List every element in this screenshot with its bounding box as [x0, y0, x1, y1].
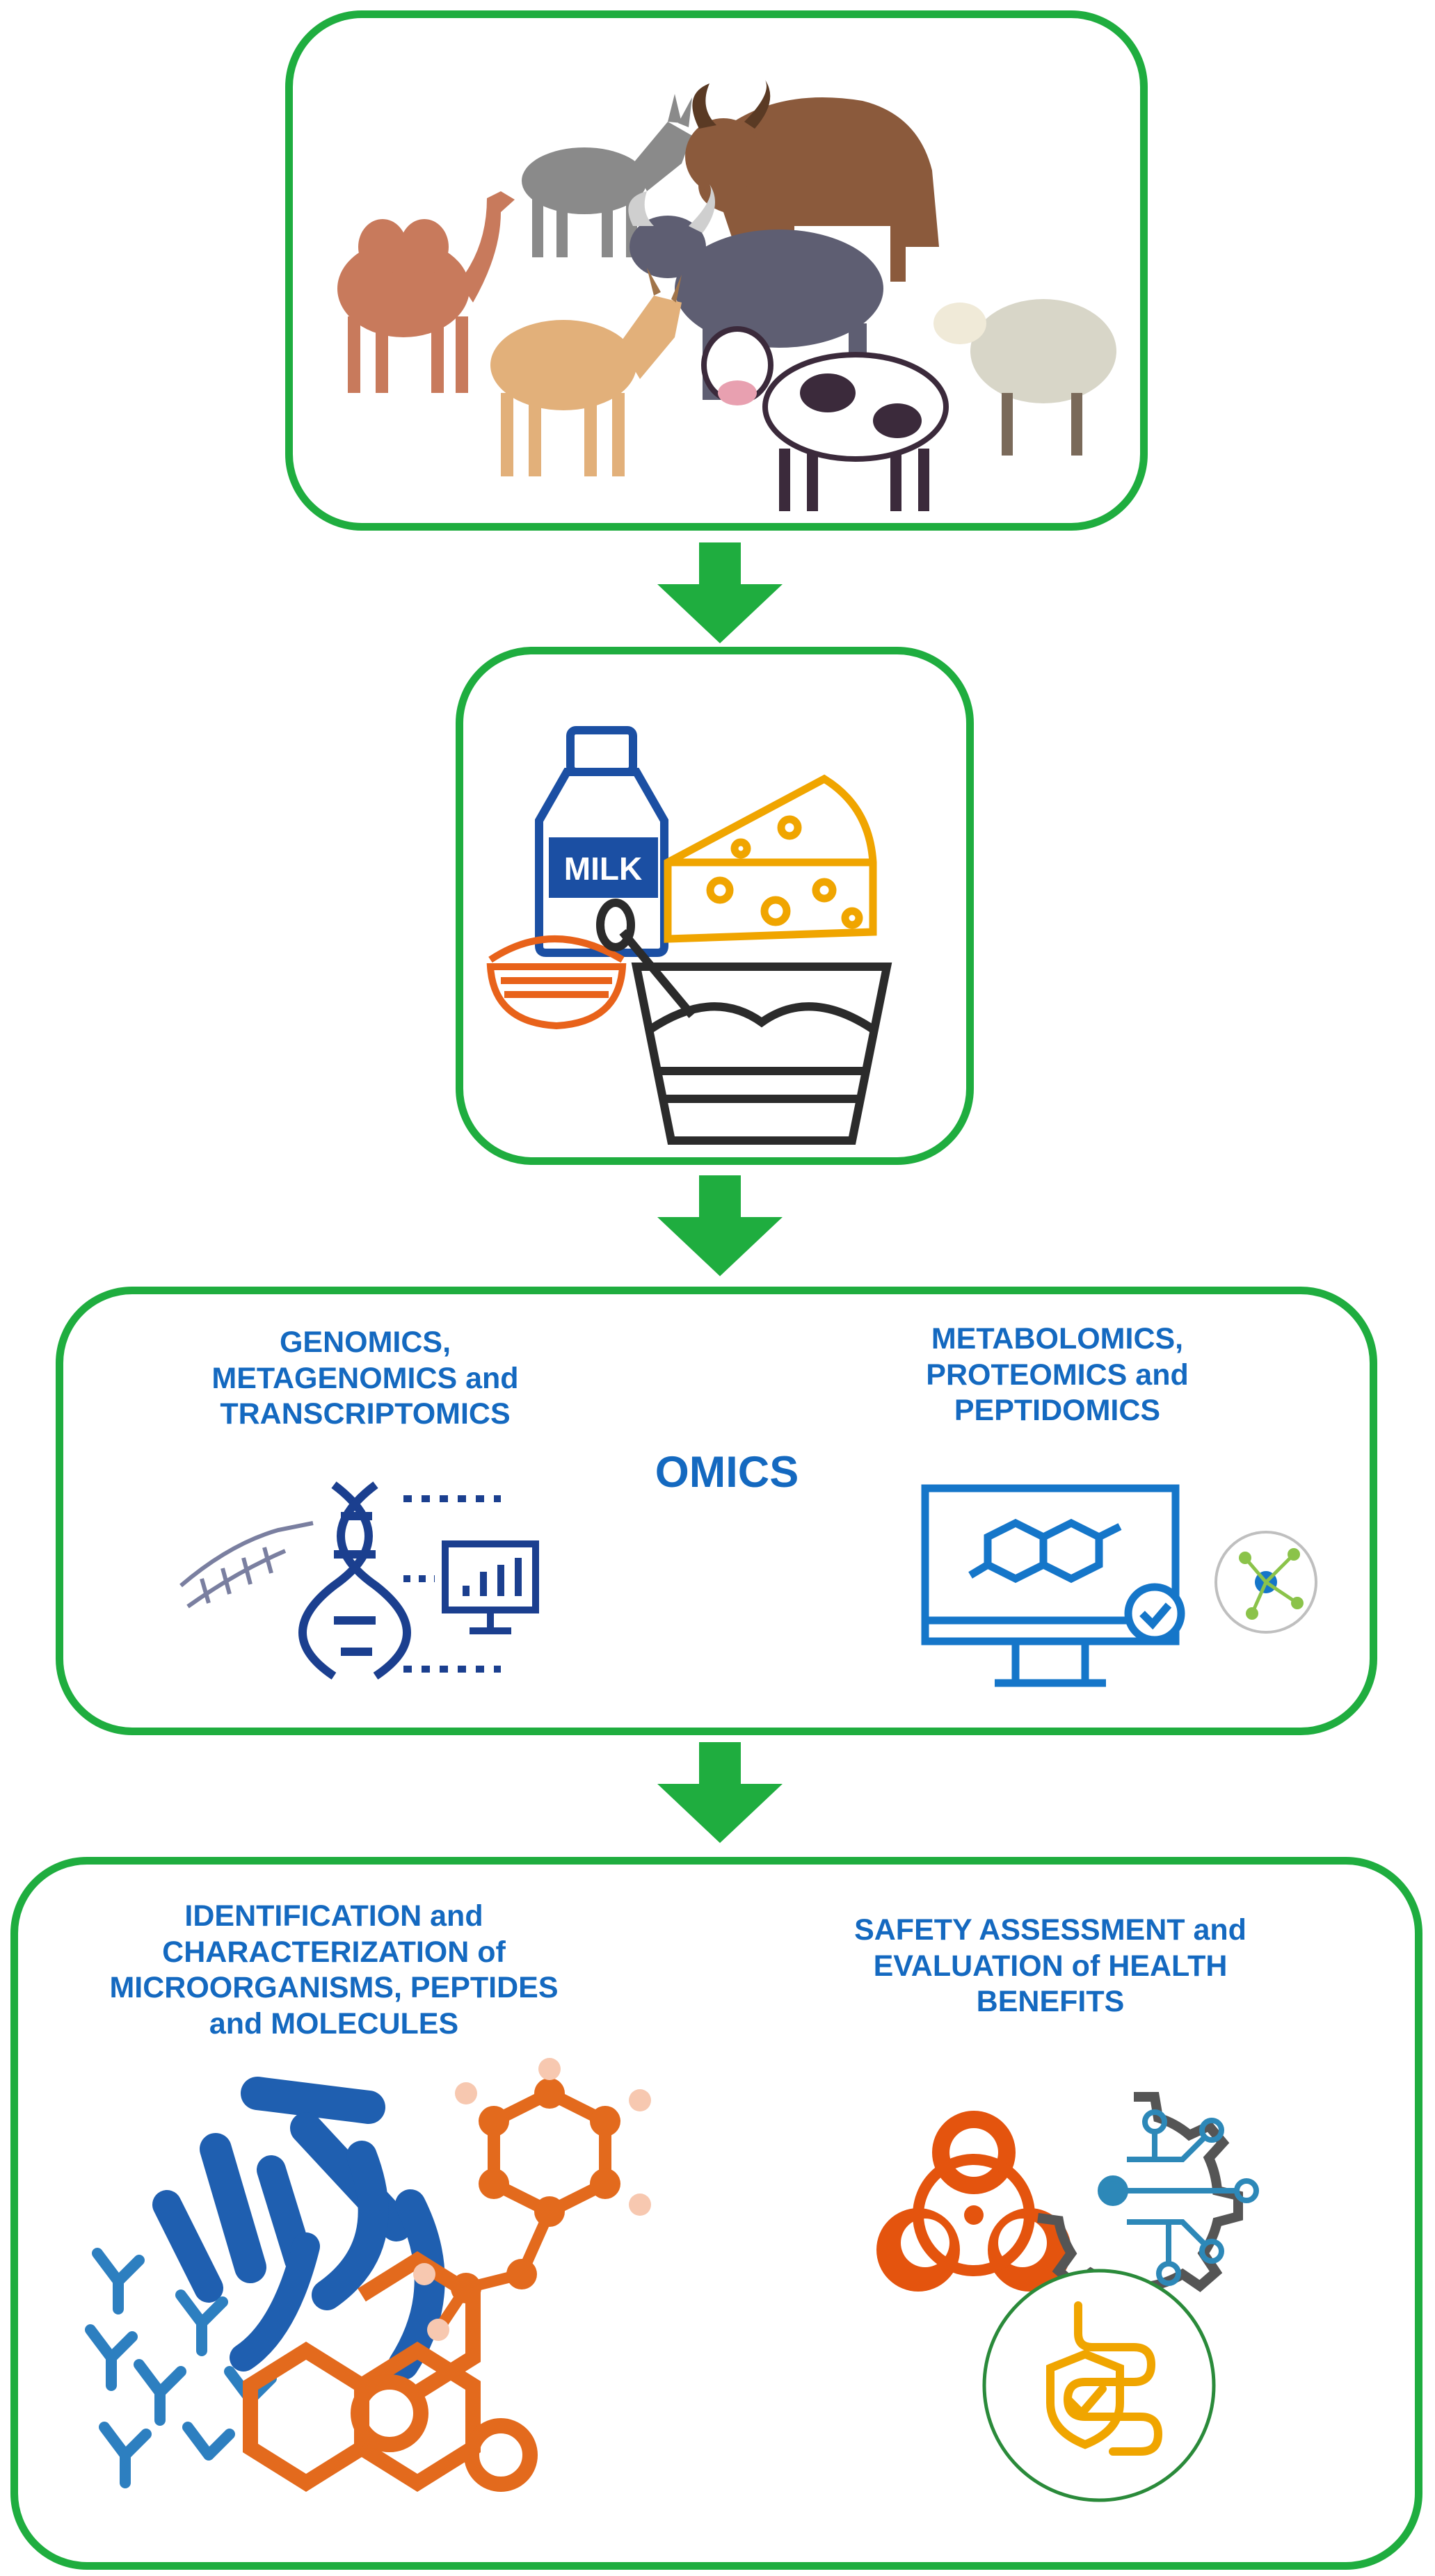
omics-left-icons	[179, 1481, 539, 1680]
omics-right-icons	[921, 1484, 1317, 1687]
cow-icon	[701, 326, 949, 511]
cheese-wedge-icon	[664, 774, 877, 943]
omics-center-title: OMICS	[655, 1448, 799, 1497]
ball-stick-molecule-icon	[413, 2058, 651, 2341]
outcomes-right-icons	[876, 2092, 1259, 2502]
yak-icon	[685, 80, 939, 282]
dna-strand-icon	[179, 1521, 314, 1609]
molecule-monitor-icon	[921, 1484, 1185, 1687]
arrow-down-3	[657, 1742, 783, 1843]
arrow-down-2	[657, 1175, 783, 1276]
camel-icon	[337, 191, 515, 393]
omics-box	[56, 1287, 1377, 1735]
dna-helix-icon	[298, 1481, 411, 1680]
biohazard-icon	[876, 2111, 1071, 2292]
rice-bowl-icon	[486, 935, 627, 1030]
goat-icon	[490, 268, 682, 476]
monitor-chart-icon	[403, 1495, 539, 1673]
outcomes-right-heading: SAFETY ASSESSMENT and EVALUATION of HEAL…	[854, 1913, 1246, 2019]
sheep-icon	[933, 299, 1116, 456]
yogurt-cup-icon	[596, 899, 892, 1145]
donkey-icon	[522, 94, 692, 257]
outcomes-left-icons	[85, 2058, 651, 2492]
omics-left-heading: GENOMICS, METAGENOMICS and TRANSCRIPTOMI…	[211, 1326, 519, 1431]
arrow-down-1	[657, 542, 783, 643]
network-node-icon	[1214, 1531, 1317, 1634]
animals-illustration	[337, 80, 1116, 511]
milk-label: MILK	[564, 851, 642, 887]
dairy-illustration: MILK	[486, 726, 892, 1145]
milk-bottle-icon	[535, 726, 668, 957]
bacteria-icon	[152, 2077, 445, 2380]
molecule-structure-icon	[243, 2251, 538, 2492]
omics-right-heading: METABOLOMICS, PROTEOMICS and PEPTIDOMICS	[926, 1322, 1189, 1428]
outcomes-left-heading: IDENTIFICATION and CHARACTERIZATION of M…	[109, 1899, 559, 2040]
intestine-shield-icon	[982, 2269, 1216, 2502]
